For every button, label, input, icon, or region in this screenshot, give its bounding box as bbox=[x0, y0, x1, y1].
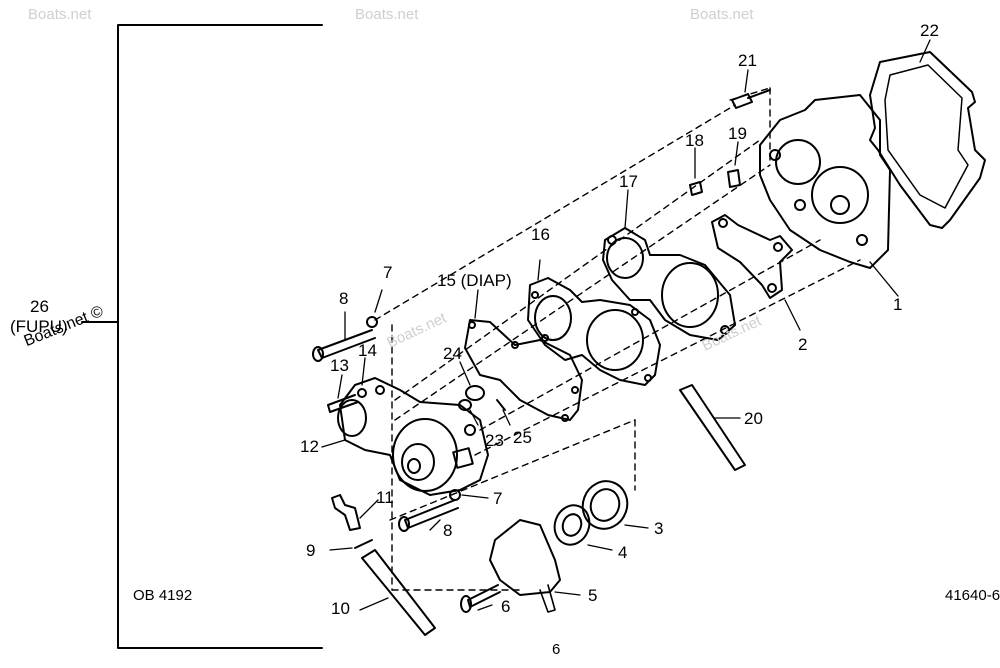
clamp-9 bbox=[354, 539, 373, 549]
callout-14: 14 bbox=[358, 341, 377, 360]
screw-19 bbox=[727, 169, 741, 188]
callout-23: 23 bbox=[485, 431, 504, 450]
reference-code-right: 41640-6 bbox=[945, 587, 1000, 604]
callout-12: 12 bbox=[300, 437, 319, 456]
callout-2: 2 bbox=[798, 335, 808, 354]
page-number: 6 bbox=[552, 641, 561, 658]
hose-10 bbox=[361, 549, 436, 636]
callout-5: 5 bbox=[588, 586, 598, 605]
nut-18 bbox=[689, 181, 703, 196]
diaphragm-15 bbox=[464, 319, 583, 421]
washer-7-lower bbox=[449, 489, 461, 501]
check-valve-24 bbox=[465, 385, 485, 401]
callout-8-upper: 8 bbox=[339, 289, 349, 308]
screw-25 bbox=[496, 399, 506, 411]
callout-22: 22 bbox=[920, 21, 939, 40]
screw-21 bbox=[731, 89, 771, 109]
pump-body-1 bbox=[759, 94, 891, 269]
watermark: Boats.net bbox=[690, 6, 754, 23]
retainer-23 bbox=[458, 399, 472, 411]
callout-25: 25 bbox=[513, 428, 532, 447]
housing-12 bbox=[339, 377, 489, 496]
callout-26: 26 bbox=[30, 297, 49, 316]
plate-2 bbox=[711, 214, 793, 299]
callout-19: 19 bbox=[728, 124, 747, 143]
hose-20 bbox=[679, 384, 746, 471]
callout-18: 18 bbox=[685, 131, 704, 150]
screen-3 bbox=[581, 480, 629, 530]
reference-code-left: OB 4192 bbox=[133, 587, 193, 604]
fitting-11 bbox=[331, 494, 361, 531]
callout-24: 24 bbox=[443, 344, 462, 363]
callout-7-lower: 7 bbox=[493, 489, 503, 508]
callout-8-lower: 8 bbox=[443, 521, 453, 540]
bolt-8-lower bbox=[404, 499, 459, 529]
callout-11: 11 bbox=[376, 488, 394, 507]
callout-1: 1 bbox=[893, 295, 903, 314]
callout-10: 10 bbox=[331, 599, 350, 618]
gasket-22 bbox=[869, 51, 986, 229]
callout-7-upper: 7 bbox=[383, 263, 393, 282]
callout-16: 16 bbox=[531, 225, 550, 244]
lockwasher-14 bbox=[357, 388, 367, 398]
callout-26-subtitle: (FUPU) bbox=[10, 317, 68, 336]
callout-3: 3 bbox=[654, 519, 664, 538]
callout-17: 17 bbox=[619, 172, 638, 191]
gasket-16 bbox=[527, 277, 661, 386]
callout-15: 15 (DIAP) bbox=[437, 271, 512, 290]
washer-7-upper bbox=[366, 316, 378, 328]
gasket-4 bbox=[553, 504, 591, 546]
callout-21: 21 bbox=[738, 51, 757, 70]
screw-6 bbox=[467, 584, 501, 608]
callout-20: 20 bbox=[744, 409, 763, 428]
callout-4: 4 bbox=[618, 543, 628, 562]
alignment-lines bbox=[374, 87, 861, 591]
cover-17 bbox=[602, 227, 736, 341]
watermark: Boats.net bbox=[28, 6, 92, 23]
callout-13: 13 bbox=[330, 356, 349, 375]
callout-6: 6 bbox=[501, 597, 511, 616]
filter-bowl-5 bbox=[489, 519, 561, 596]
watermark: Boats.net bbox=[355, 6, 419, 23]
callout-9: 9 bbox=[306, 541, 316, 560]
screw-13 bbox=[327, 394, 359, 413]
assembly-bracket bbox=[117, 24, 323, 649]
